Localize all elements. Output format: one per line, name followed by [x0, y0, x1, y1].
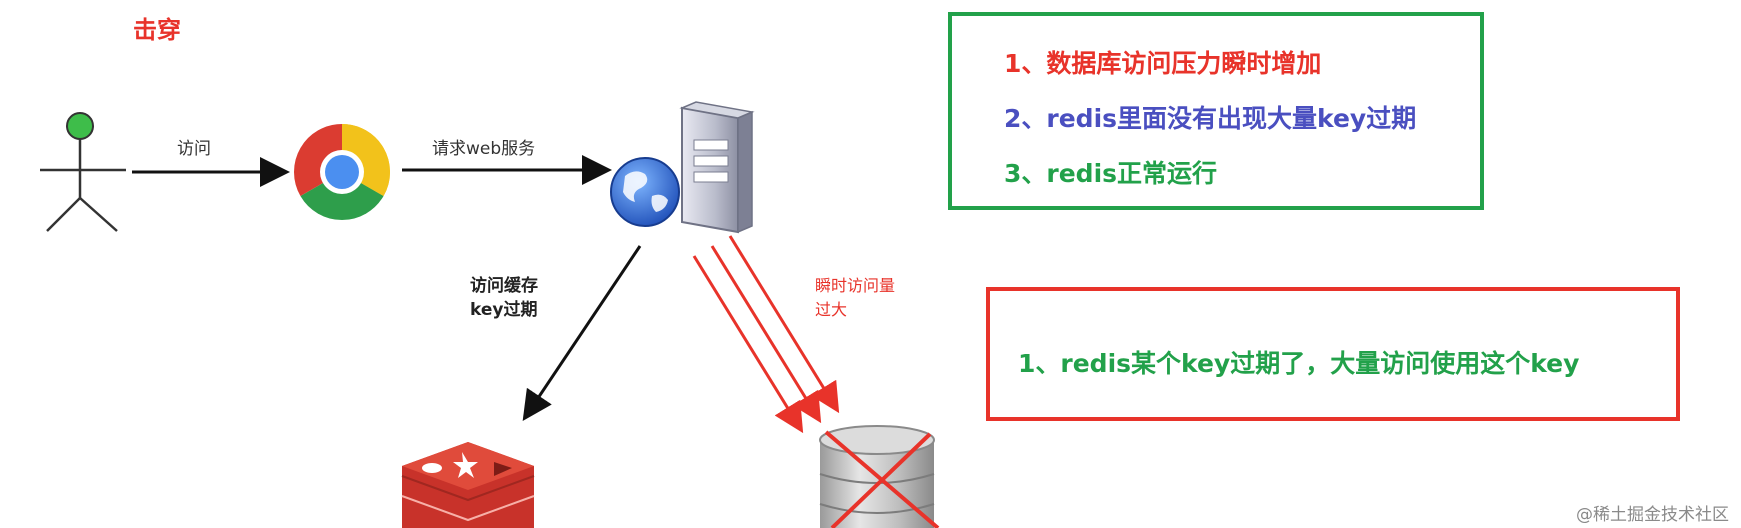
cause-item-3: 3、redis正常运行 — [1004, 159, 1218, 188]
chrome-browser-icon — [293, 124, 391, 221]
label-browser-to-server: 请求web服务 — [432, 139, 536, 159]
label-cache-access-line-1: 访问缓存 — [470, 276, 538, 296]
database-cross-line-2 — [830, 432, 932, 528]
arrow-server-to-db-3 — [728, 235, 840, 414]
causes-box: 1、数据库访问压力瞬时增加 2、redis里面没有出现大量key过期 3、redis… — [948, 12, 1484, 210]
arrow-server-to-db-1 — [692, 255, 804, 434]
causes-list: 1、数据库访问压力瞬时增加 2、redis里面没有出现大量key过期 3、redis… — [1004, 46, 1416, 211]
diagram-title: 击穿 — [133, 16, 181, 44]
redis-icon — [401, 442, 535, 528]
label-cache-access: 访问缓存 key过期 — [470, 274, 538, 322]
web-server-icon — [610, 101, 755, 234]
arrow-server-to-redis — [522, 245, 642, 421]
cause-item-2: 2、redis里面没有出现大量key过期 — [1004, 104, 1417, 133]
cause-item-1: 1、数据库访问压力瞬时增加 — [1004, 49, 1322, 78]
watermark: @稀土掘金技术社区 — [1576, 505, 1729, 525]
arrow-server-to-db-2 — [710, 245, 822, 424]
label-user-to-browser: 访问 — [177, 139, 211, 159]
explanation-text: 1、redis某个key过期了，大量访问使用这个key — [1018, 349, 1580, 378]
explanation-box: 1、redis某个key过期了，大量访问使用这个key — [986, 287, 1680, 421]
label-cache-access-line-2: key过期 — [470, 300, 538, 320]
stick-figure-icon — [40, 112, 126, 232]
label-instant-traffic: 瞬时访问量 过大 — [815, 274, 895, 322]
label-instant-traffic-line-1: 瞬时访问量 — [815, 276, 896, 295]
database-icon — [819, 425, 940, 528]
label-instant-traffic-line-2: 过大 — [815, 300, 848, 319]
